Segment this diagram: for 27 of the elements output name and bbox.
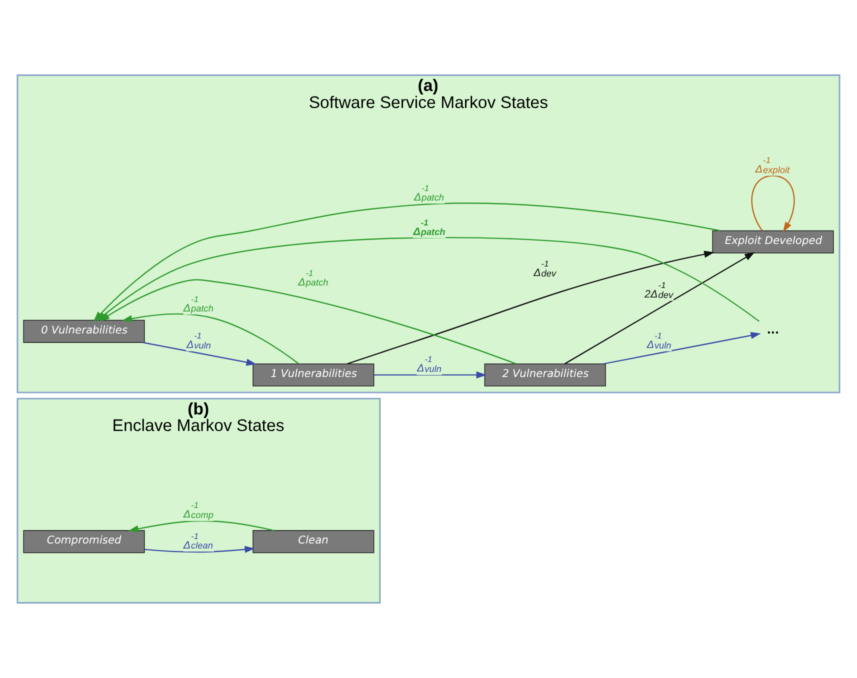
arrow: [347, 250, 714, 364]
node-box: 2 Vulnerabilities: [484, 363, 606, 386]
arrow: [564, 252, 755, 364]
arrow: [142, 342, 256, 366]
node-box: Exploit Developed: [712, 230, 834, 254]
edge-label: Δ-1clean: [183, 530, 213, 552]
node-box: 0 Vulnerabilities: [23, 320, 145, 343]
edge-label: Δ-1comp: [183, 500, 214, 521]
edge-label: 2Δ-1dev: [644, 280, 674, 300]
node-text: ...: [766, 323, 780, 336]
edge-label: Δ-1dev: [534, 258, 556, 280]
arrow: [751, 175, 795, 232]
edge-label: Δ-1vuln: [417, 354, 442, 375]
edge-label: Δ-1patch: [183, 294, 214, 314]
node-box: Clean: [252, 530, 374, 554]
edge-label: Δ-1patch: [413, 217, 446, 238]
node-box: 1 Vulnerabilities: [252, 363, 374, 386]
arrow: [144, 546, 255, 553]
arrow: [374, 371, 486, 378]
edge-label: Δ-1exploit: [755, 154, 790, 176]
edge-label: Δ-1vuln: [646, 330, 672, 351]
edge-label: Δ-1patch: [298, 268, 328, 288]
node-box: Compromised: [23, 530, 145, 554]
arrow: [122, 313, 300, 364]
arrow: [128, 520, 274, 532]
edge-label: Δ-1patch: [414, 182, 444, 204]
edge-label: Δ-1vuln: [186, 330, 211, 351]
